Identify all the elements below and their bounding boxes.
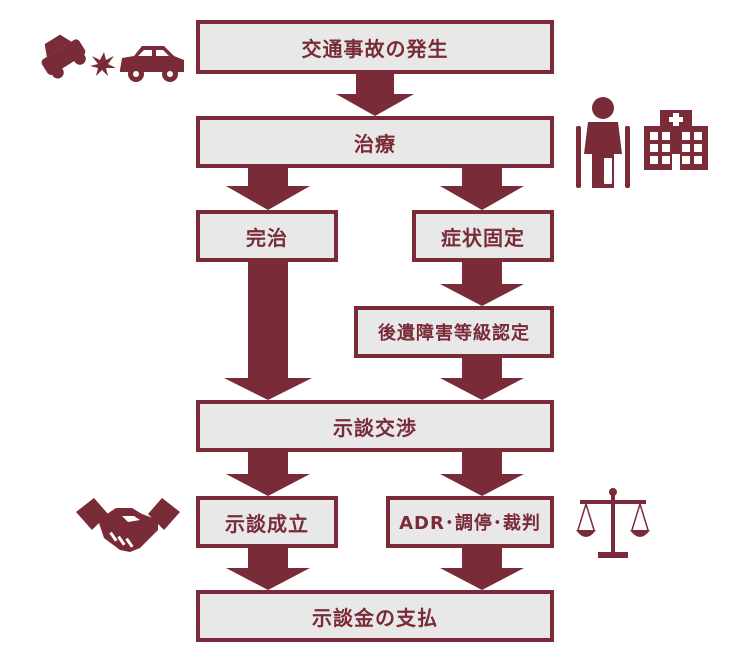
step-adr-label: ADR･調停･裁判 <box>399 513 541 534</box>
step-cured: 完治 <box>196 210 338 262</box>
step-payment: 示談金の支払 <box>196 590 554 642</box>
arrow-negotiation-to-adr <box>440 452 524 496</box>
step-treatment: 治療 <box>196 116 554 168</box>
arrow-accident-to-treatment <box>336 74 414 116</box>
step-symptom-fixed: 症状固定 <box>412 210 554 262</box>
arrow-negotiation-to-settlement <box>226 452 310 496</box>
step-accident: 交通事故の発生 <box>196 20 554 74</box>
car-crash-icon <box>41 34 184 82</box>
step-cured-label: 完治 <box>246 225 288 250</box>
arrow-treatment-to-cured <box>226 168 310 210</box>
step-settlement-label: 示談成立 <box>225 511 309 536</box>
arrow-settlement-to-payment <box>226 548 310 590</box>
handshake-icon <box>76 498 180 552</box>
step-treatment-label: 治療 <box>354 131 396 156</box>
step-adr: ADR･調停･裁判 <box>386 496 554 548</box>
step-disability-cert-label: 後遺障害等級認定 <box>378 323 530 344</box>
arrow-cured-to-negotiation <box>224 262 312 400</box>
step-negotiation: 示談交渉 <box>196 400 554 452</box>
hospital-icon <box>644 110 708 170</box>
step-settlement: 示談成立 <box>196 496 338 548</box>
arrow-disability-to-negotiation <box>440 358 524 400</box>
scales-icon <box>576 488 650 558</box>
step-negotiation-label: 示談交渉 <box>333 415 417 440</box>
step-symptom-fixed-label: 症状固定 <box>441 225 525 250</box>
step-disability-cert: 後遺障害等級認定 <box>354 306 554 358</box>
arrow-treatment-to-symptom <box>440 168 524 210</box>
arrow-adr-to-payment <box>440 548 524 590</box>
injured-person-icon <box>576 97 630 188</box>
arrow-symptom-to-disability <box>440 262 524 306</box>
step-accident-label: 交通事故の発生 <box>301 36 449 61</box>
step-payment-label: 示談金の支払 <box>312 605 438 630</box>
